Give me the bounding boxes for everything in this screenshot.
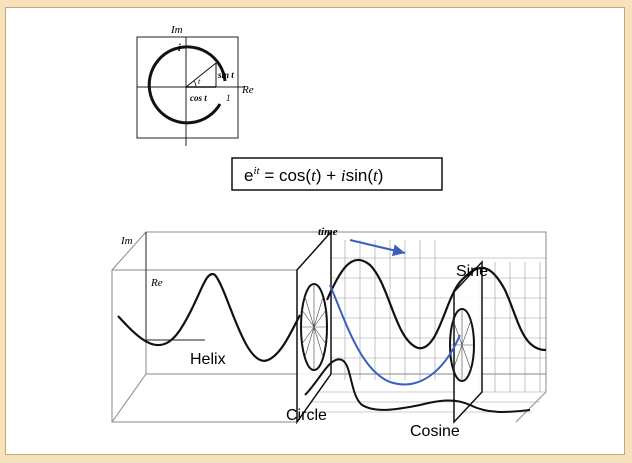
projection-curve	[329, 284, 461, 386]
formula-exponent: it	[253, 165, 260, 177]
sine-label: Sine	[456, 263, 488, 280]
sine-plane	[449, 260, 483, 424]
diagram-re-label: Re	[150, 277, 163, 289]
formula-e: e	[244, 166, 253, 185]
angle-arc	[193, 80, 197, 88]
cos-label: cos t	[190, 93, 207, 103]
formula-cos: = cos(	[260, 166, 312, 185]
cosine-curve	[304, 358, 531, 413]
angle-t-label: t	[198, 77, 201, 86]
helix-curve	[117, 272, 301, 362]
helix-label: Helix	[190, 351, 226, 368]
formula-close: )	[378, 166, 384, 185]
sine-curve	[325, 258, 547, 352]
unit-i-label: i	[178, 43, 181, 54]
euler-formula: eit = cos(t) + isin(t)	[244, 165, 383, 185]
unit-im-label: Im	[170, 24, 183, 36]
unit-circle-arc	[147, 45, 227, 125]
formula-t1: t	[311, 166, 317, 185]
circle-spokes	[301, 284, 327, 370]
formula-plus: ) +	[316, 166, 341, 185]
radius-line	[185, 62, 217, 88]
formula-i: i	[341, 166, 346, 185]
formula-t2: t	[373, 166, 379, 185]
formula-box	[231, 157, 443, 191]
cosine-label: Cosine	[410, 423, 460, 440]
unit-circle-diagram	[136, 36, 245, 146]
time-arrow	[349, 239, 406, 257]
projection-grid	[305, 240, 546, 413]
time-label: time	[318, 226, 338, 238]
sin-label: sin t	[217, 70, 234, 80]
unit-one-label: 1	[226, 93, 231, 103]
formula-sin: sin(	[346, 166, 374, 185]
unit-re-label: Re	[241, 84, 254, 96]
circle-label: Circle	[286, 407, 327, 424]
circle-plane	[296, 230, 332, 425]
diagram-im-label: Im	[120, 235, 133, 247]
